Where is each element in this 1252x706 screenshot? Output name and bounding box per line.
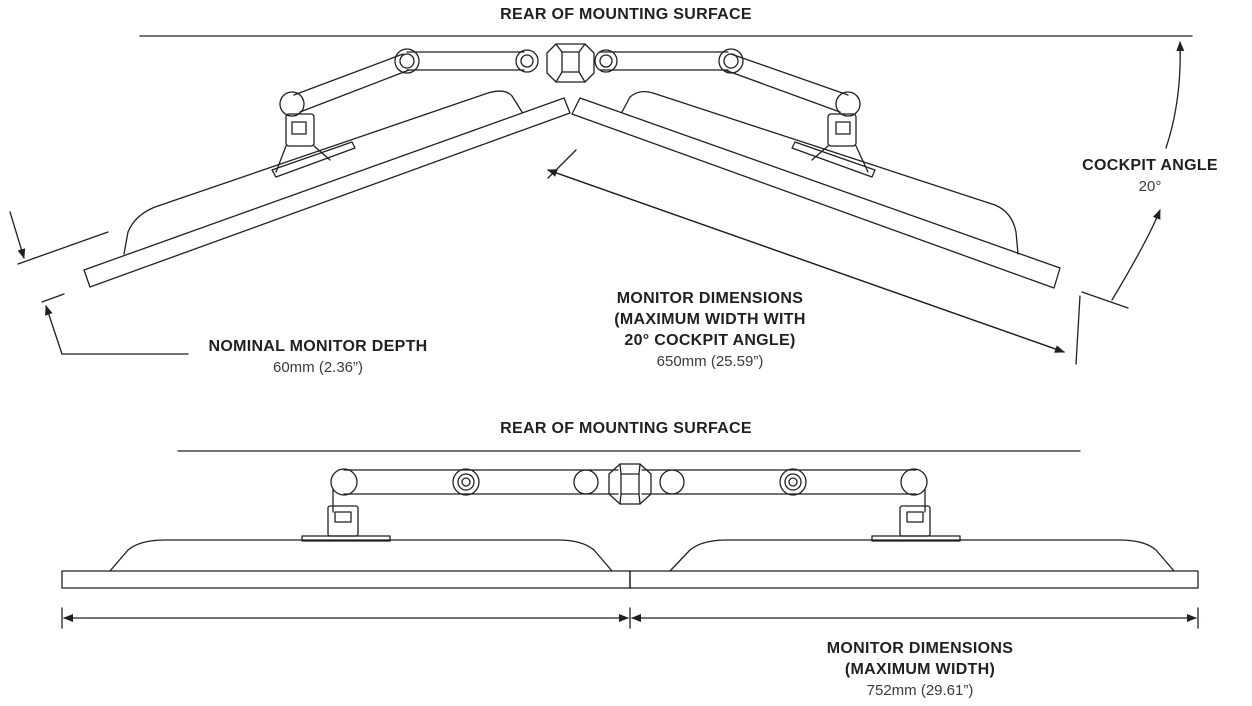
left-vesa-plate — [271, 141, 356, 178]
depth-dimension — [9, 211, 189, 355]
left-flat-monitor-panel — [61, 570, 631, 589]
cockpit-angle-value: 20° — [1138, 178, 1162, 195]
angled-width-label-line3: 20° COCKPIT ANGLE) — [624, 332, 796, 349]
left-monitor-panel — [83, 97, 571, 288]
angled-width-callout: MONITOR DIMENSIONS (MAXIMUM WIDTH WITH 2… — [560, 288, 860, 372]
right-monitor-panel — [571, 97, 1061, 289]
bottom-mounting-surface-label: REAR OF MOUNTING SURFACE — [500, 420, 752, 437]
angled-width-label-line1: MONITOR DIMENSIONS — [616, 290, 804, 307]
left-monitor-arm — [275, 48, 539, 173]
monitor-depth-value: 60mm (2.36”) — [272, 359, 364, 376]
cockpit-angle-dimension — [1081, 41, 1185, 309]
angled-width-value: 650mm (25.59”) — [656, 353, 764, 370]
flat-width-value: 752mm (29.61”) — [866, 682, 974, 699]
left-flat-monitor-housing — [109, 539, 613, 572]
top-mounting-surface-label: REAR OF MOUNTING SURFACE — [500, 6, 752, 23]
cockpit-angle-callout: COCKPIT ANGLE 20° — [1060, 155, 1240, 197]
flat-width-callout: MONITOR DIMENSIONS (MAXIMUM WIDTH) 752mm… — [770, 638, 1070, 701]
left-monitor-housing — [123, 90, 523, 255]
flat-width-label-line1: MONITOR DIMENSIONS — [826, 640, 1014, 657]
monitor-width-flat-dimension — [61, 607, 1199, 629]
right-vesa-plate — [791, 141, 876, 178]
monitor-width-angled-dimension — [547, 149, 1081, 365]
right-monitor-housing — [621, 90, 1019, 255]
right-monitor-arm — [594, 48, 869, 173]
flat-center-mount-hub — [608, 463, 652, 505]
right-flat-monitor-housing — [669, 539, 1175, 572]
cockpit-angle-label: COCKPIT ANGLE — [1082, 157, 1218, 174]
angled-width-label-line2: (MAXIMUM WIDTH WITH — [614, 311, 806, 328]
center-mount-hub — [546, 43, 595, 83]
flat-monitor-arm — [327, 468, 931, 537]
monitor-depth-callout: NOMINAL MONITOR DEPTH 60mm (2.36”) — [168, 336, 468, 378]
right-flat-monitor-panel — [629, 570, 1199, 589]
monitor-depth-label: NOMINAL MONITOR DEPTH — [208, 338, 428, 355]
flat-width-label-line2: (MAXIMUM WIDTH) — [844, 661, 996, 678]
